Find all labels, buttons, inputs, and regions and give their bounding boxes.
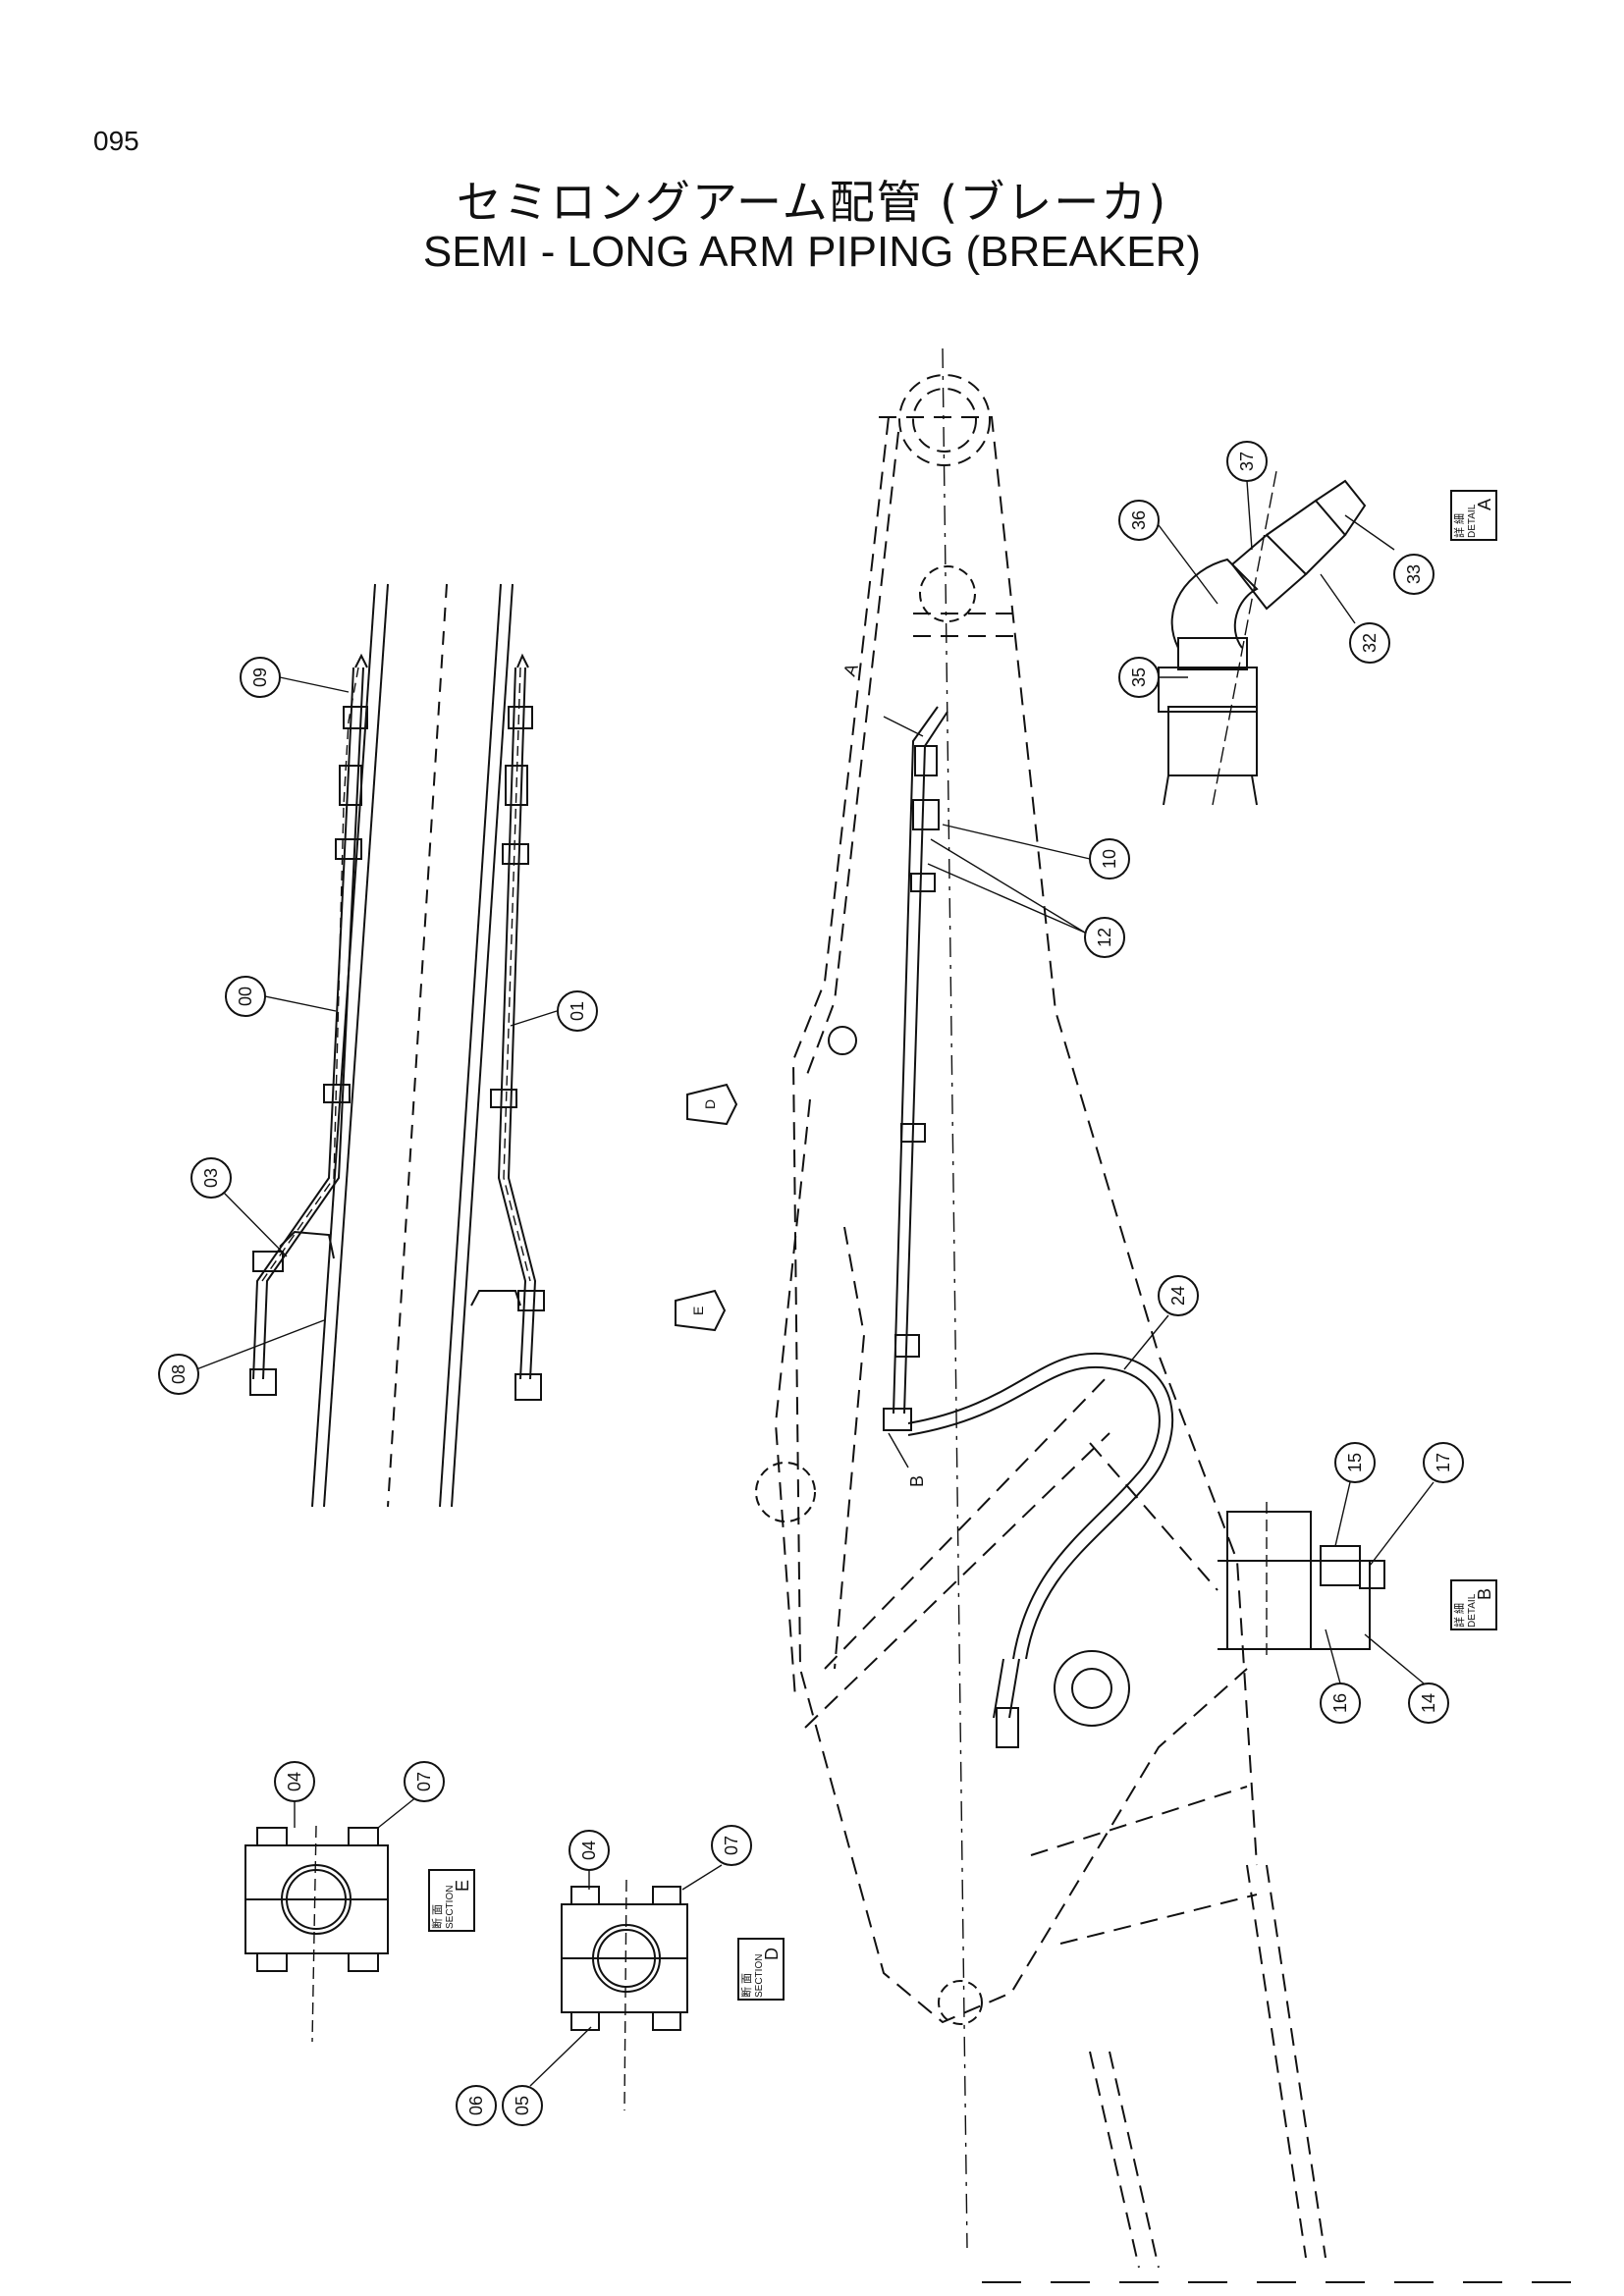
- title-japanese: セミロングアーム配管 (ブレーカ): [456, 176, 1168, 229]
- letter-d: D: [702, 1099, 718, 1109]
- detail-b-label: 詳 細 DETAIL B: [1450, 1579, 1497, 1630]
- svg-text:断 面: 断 面: [739, 1973, 753, 1998]
- svg-text:08: 08: [169, 1364, 189, 1384]
- letter-b: B: [907, 1475, 927, 1487]
- svg-text:15: 15: [1345, 1453, 1365, 1472]
- svg-text:詳 細: 詳 細: [1452, 513, 1466, 538]
- section-e-label: 断 面 SECTION E: [428, 1869, 475, 1932]
- callout-35: 35: [1118, 657, 1160, 698]
- svg-text:03: 03: [201, 1168, 221, 1188]
- letter-a: A: [839, 661, 862, 678]
- callout-33: 33: [1393, 554, 1435, 595]
- callout-00: 00: [225, 976, 266, 1017]
- svg-text:04: 04: [285, 1772, 304, 1791]
- svg-text:33: 33: [1404, 564, 1424, 584]
- callout-36: 36: [1118, 500, 1160, 541]
- svg-text:09: 09: [250, 667, 270, 687]
- section-d-clamp: [561, 1879, 688, 2111]
- left-view-guides: [311, 583, 514, 1508]
- svg-text:D: D: [762, 1948, 782, 1960]
- leader-lines: [195, 480, 1435, 2087]
- hose-24: [907, 1352, 1174, 1748]
- callout-04-e: 04: [274, 1761, 315, 1802]
- svg-text:04: 04: [579, 1841, 599, 1860]
- svg-text:12: 12: [1095, 928, 1114, 947]
- arm-outline: [774, 416, 1326, 2269]
- callout-01: 01: [557, 990, 598, 1032]
- page-number: 095: [93, 126, 139, 156]
- arm-pipe: [883, 706, 948, 1431]
- section-e-clamp: [244, 1825, 389, 2043]
- svg-text:32: 32: [1360, 633, 1380, 653]
- svg-text:SECTION: SECTION: [445, 1886, 456, 1929]
- svg-text:36: 36: [1129, 510, 1149, 530]
- view-arrows: [675, 1083, 738, 1332]
- svg-text:A: A: [1475, 499, 1494, 510]
- letter-e: E: [690, 1307, 706, 1315]
- svg-text:05: 05: [513, 2096, 532, 2115]
- detail-b-block: [1218, 1502, 1385, 1659]
- svg-text:SECTION: SECTION: [754, 1954, 765, 1998]
- svg-text:07: 07: [414, 1772, 434, 1791]
- callout-05: 05: [502, 2085, 543, 2126]
- svg-text:01: 01: [568, 1001, 587, 1021]
- callout-14: 14: [1408, 1682, 1449, 1724]
- svg-text:17: 17: [1434, 1453, 1453, 1472]
- callout-09: 09: [240, 657, 281, 698]
- svg-text:35: 35: [1129, 667, 1149, 687]
- callout-10: 10: [1089, 838, 1130, 880]
- svg-text:DETAIL: DETAIL: [1467, 504, 1478, 538]
- pipe-01: [470, 653, 545, 1401]
- callout-24: 24: [1158, 1275, 1199, 1316]
- callout-12: 12: [1084, 917, 1125, 958]
- svg-text:DETAIL: DETAIL: [1467, 1593, 1478, 1628]
- svg-text:断 面: 断 面: [430, 1904, 444, 1929]
- callout-07-e: 07: [404, 1761, 445, 1802]
- callout-03: 03: [190, 1157, 232, 1199]
- svg-text:24: 24: [1168, 1286, 1188, 1306]
- section-d-label: 断 面 SECTION D: [737, 1938, 785, 2001]
- callout-16: 16: [1320, 1682, 1361, 1724]
- svg-text:詳 細: 詳 細: [1452, 1603, 1466, 1628]
- title-english: SEMI - LONG ARM PIPING (BREAKER): [422, 228, 1202, 276]
- svg-text:E: E: [453, 1880, 472, 1892]
- callout-07-d: 07: [711, 1825, 752, 1866]
- pipe-00: [249, 653, 368, 1396]
- svg-text:06: 06: [466, 2096, 486, 2115]
- svg-text:00: 00: [236, 987, 255, 1006]
- svg-text:37: 37: [1237, 452, 1257, 471]
- callout-04-d: 04: [568, 1830, 610, 1871]
- svg-text:14: 14: [1419, 1693, 1438, 1713]
- svg-text:07: 07: [722, 1836, 741, 1855]
- detail-a-fitting: [1158, 470, 1367, 806]
- svg-text:16: 16: [1330, 1693, 1350, 1713]
- callout-06: 06: [456, 2085, 497, 2126]
- callout-17: 17: [1423, 1442, 1464, 1483]
- callout-32: 32: [1349, 622, 1390, 664]
- svg-text:10: 10: [1100, 849, 1119, 869]
- callout-08: 08: [158, 1354, 199, 1395]
- detail-a-label: 詳 細 DETAIL A: [1450, 490, 1497, 541]
- svg-text:B: B: [1475, 1588, 1494, 1600]
- callout-15: 15: [1334, 1442, 1376, 1483]
- callout-37: 37: [1226, 441, 1268, 482]
